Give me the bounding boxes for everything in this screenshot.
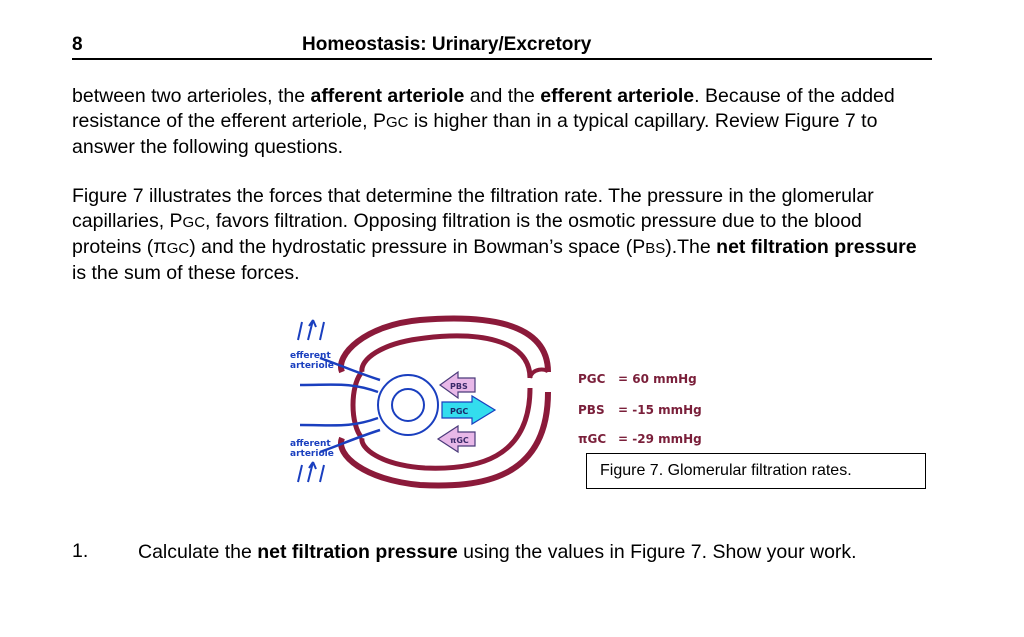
glomerulus-diagram: efferent arteriole afferent arteriole PB… xyxy=(280,310,580,500)
efferent-label-line2: arteriole xyxy=(290,361,334,371)
capsule-inner-left xyxy=(350,370,365,440)
capillary-inner xyxy=(391,388,425,422)
pigc-value-row: πGC = -29 mmHg xyxy=(578,432,702,446)
capillary-tuft xyxy=(377,374,439,436)
pigc-arrow-label: πGC xyxy=(450,436,469,445)
afferent-label-line2: arteriole xyxy=(290,449,334,459)
question-text: Calculate the net filtration pressure us… xyxy=(138,541,857,563)
paragraph-arterioles: between two arterioles, the afferent art… xyxy=(72,85,895,158)
bold-efferent-arteriole: efferent arteriole xyxy=(540,85,695,107)
page-header: 8 Homeostasis: Urinary/Excretory xyxy=(72,34,932,60)
capsule-inner-bottom xyxy=(359,387,533,471)
capsule-inner-top xyxy=(359,333,533,379)
paragraph-figure-description: Figure 7 illustrates the forces that det… xyxy=(72,185,917,284)
pgc-arrow-label: PGC xyxy=(450,407,468,416)
page-number: 8 xyxy=(72,34,83,55)
efferent-label-line1: efferent xyxy=(290,351,331,361)
efferent-vessel-lower xyxy=(299,383,379,394)
pbs-value-text: = -15 mmHg xyxy=(618,403,702,417)
bold-net-filtration-pressure: net filtration pressure xyxy=(716,236,917,258)
pbs-arrow-label: PBS xyxy=(450,382,468,391)
capsule-outer-top xyxy=(338,315,551,374)
capsule-outer-bottom xyxy=(338,391,551,489)
pigc-value-text: = -29 mmHg xyxy=(618,432,702,446)
tubule-connection xyxy=(528,367,550,379)
pbs-value-row: PBS = -15 mmHg xyxy=(578,403,702,417)
afferent-vessel-upper xyxy=(299,416,379,427)
pigc-value-label: πGC xyxy=(578,432,607,446)
afferent-flow-arrow-icon xyxy=(297,461,325,483)
bold-net-filtration-pressure-question: net filtration pressure xyxy=(257,541,458,563)
efferent-flow-arrow-icon xyxy=(297,319,325,341)
pgc-value-row: PGC = 60 mmHg xyxy=(578,372,697,386)
pgc-arrow-icon xyxy=(441,394,497,426)
afferent-vessel-lower xyxy=(319,428,381,454)
efferent-vessel-upper xyxy=(319,356,381,382)
pigc-arrow-icon xyxy=(436,424,476,454)
chapter-title: Homeostasis: Urinary/Excretory xyxy=(302,34,592,55)
glomerulus-svg: efferent arteriole afferent arteriole PB… xyxy=(290,315,551,489)
bold-afferent-arteriole: afferent arteriole xyxy=(310,85,465,107)
afferent-label-line1: afferent xyxy=(290,439,331,449)
pgc-value-label: PGC xyxy=(578,372,606,386)
pbs-arrow-icon xyxy=(438,370,476,400)
figure-caption: Figure 7. Glomerular filtration rates. xyxy=(586,453,926,489)
pgc-value-text: = 60 mmHg xyxy=(618,372,697,386)
pbs-value-label: PBS xyxy=(578,403,605,417)
question-number: 1. xyxy=(72,540,89,562)
